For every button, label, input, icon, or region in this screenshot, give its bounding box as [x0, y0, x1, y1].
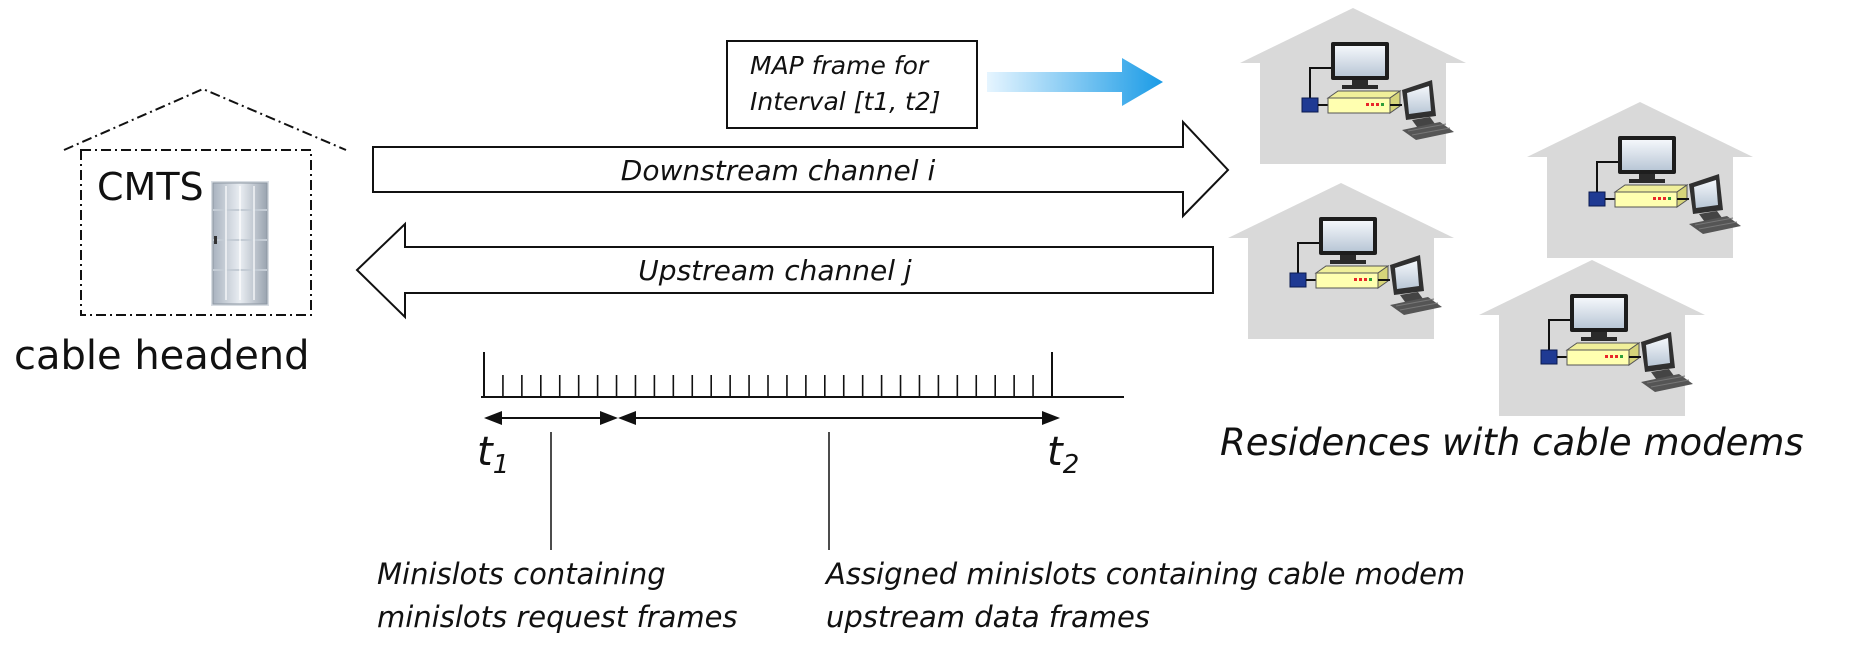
upstream-channel-arrow: Upstream channel j	[355, 221, 1214, 320]
assigned-annotation: Assigned minislots containing cable mode…	[824, 557, 1465, 634]
residences-caption: Residences with cable modems	[1220, 421, 1804, 464]
residence-house-2	[1526, 101, 1754, 259]
downstream-channel-label: Downstream channel i	[621, 154, 936, 187]
request-annotation-line2: minislots request frames	[377, 600, 738, 634]
map-frame-line2: Interval [t1, t2]	[750, 87, 941, 116]
map-frame-line1: MAP frame for	[750, 51, 930, 80]
headend-building	[80, 149, 312, 316]
map-frame: MAP frame for Interval [t1, t2]	[726, 40, 1163, 129]
request-interval-arrow	[484, 411, 618, 425]
assigned-annotation-line2: upstream data frames	[826, 600, 1150, 634]
headend-roof	[63, 87, 347, 151]
map-frame-box	[726, 40, 978, 129]
residence-house-4	[1478, 259, 1706, 417]
minislot-ticks	[502, 375, 1034, 397]
request-annotation-line1: Minislots containing	[377, 557, 666, 591]
residences-group: Residences with cable modems	[1220, 7, 1804, 464]
residence-house-1	[1239, 7, 1467, 165]
residence-house-3	[1227, 182, 1455, 340]
t2-label: t2	[1047, 429, 1079, 480]
cable-headend: CMTS cable headend	[14, 87, 347, 379]
request-annotation: Minislots containing minislots request f…	[377, 557, 738, 634]
t1-label: t1	[477, 429, 509, 480]
upstream-channel-label: Upstream channel j	[638, 254, 912, 287]
headend-caption: cable headend	[14, 333, 310, 379]
map-frame-blue-arrow	[987, 58, 1163, 106]
downstream-channel-arrow: Downstream channel i	[372, 119, 1230, 219]
cmts-rack-icon	[211, 181, 269, 306]
assigned-interval-arrow	[618, 411, 1060, 425]
cmts-label: CMTS	[97, 165, 204, 209]
assigned-annotation-line1: Assigned minislots containing cable mode…	[824, 557, 1465, 591]
minislot-timeline: t1 t2	[477, 352, 1124, 550]
